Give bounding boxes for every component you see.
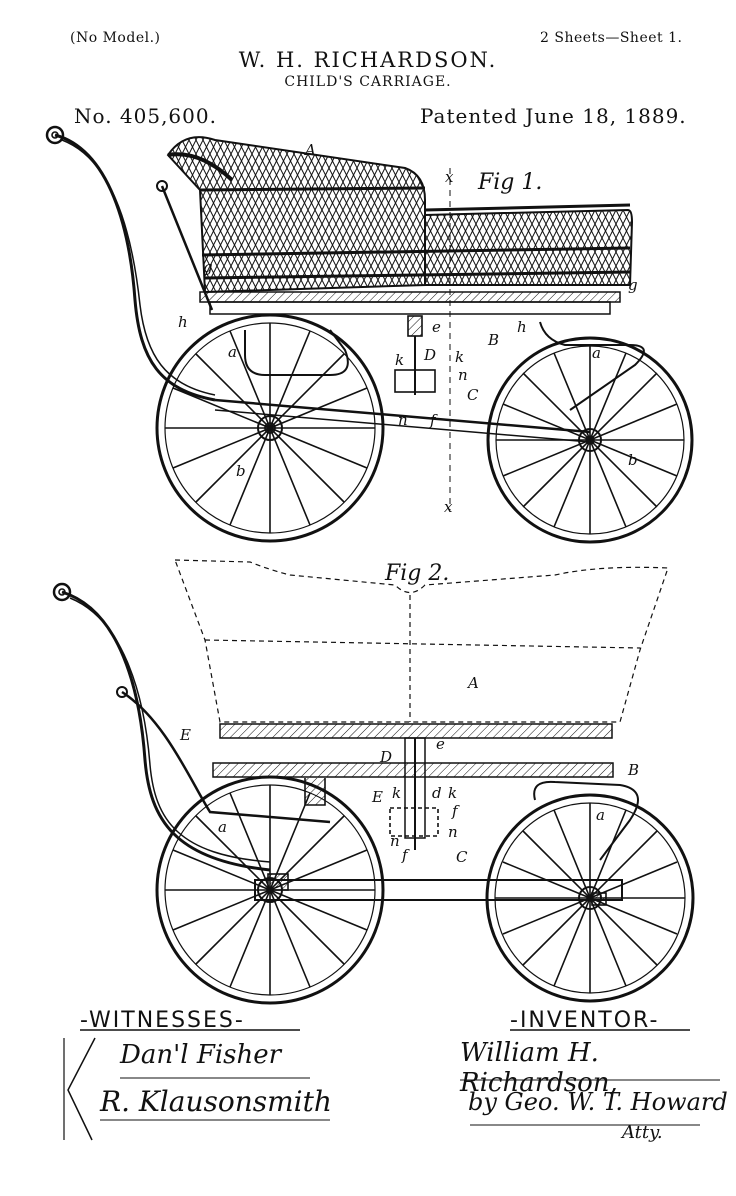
inventor-signature: William H. Richardson, [460, 1038, 618, 1098]
sheet-count: 2 Sheets—Sheet 1. [540, 30, 683, 46]
ref-a-fig2-front: a [596, 806, 605, 824]
ref-k3: k [392, 784, 401, 802]
ref-A-fig2: A [466, 674, 479, 692]
ref-k4: k [448, 784, 457, 802]
fig2-label: Fig 2. [385, 561, 450, 586]
ref-b-rear: b [236, 462, 246, 480]
ref-D-fig1: D [423, 346, 436, 364]
patent-title: CHILD'S CARRIAGE. [284, 74, 452, 90]
ref-d-fig2: d [432, 784, 442, 802]
patent-date: Patented June 18, 1889. [420, 104, 687, 128]
fig1-front-wheel [486, 336, 694, 544]
witnesses-heading: -WITNESSES- [80, 1008, 245, 1033]
ref-e-fig1: e [432, 318, 441, 336]
ref-a-fig2-rear: a [218, 818, 227, 836]
inventor-name-heading: W. H. RICHARDSON. [238, 48, 498, 72]
ref-b-front: b [628, 451, 638, 469]
witness-signature-1: Dan'l Fisher [120, 1040, 282, 1070]
ref-E-upper: E [179, 726, 191, 744]
ref-f-lower: f [401, 846, 410, 864]
fig2-body-outline [174, 559, 669, 723]
attorney-suffix: Atty. [622, 1122, 663, 1143]
ref-C-fig1: C [467, 386, 479, 404]
inventor-heading: -INVENTOR- [510, 1008, 660, 1033]
ref-e-fig2: e [436, 735, 445, 753]
ref-A-fig1: A [303, 141, 316, 159]
ref-a-front: a [592, 344, 601, 362]
ref-D-fig2: D [379, 748, 392, 766]
ref-n3: n [448, 823, 458, 841]
ref-f-fig1: f [429, 411, 438, 429]
ref-h-right: h [517, 318, 527, 336]
witness-signature-2: R. Klausonsmith [100, 1085, 332, 1118]
footer-lines [63, 1029, 720, 1141]
ref-n2: n [398, 411, 408, 429]
no-model-note: (No Model.) [70, 30, 161, 46]
ref-x-top: x [445, 168, 454, 186]
ref-k1: k [395, 351, 404, 369]
fig1-rear-wheel [155, 313, 385, 543]
patent-number: No. 405,600. [74, 104, 217, 128]
ref-n4: n [390, 832, 400, 850]
fig1-label: Fig 1. [478, 170, 543, 195]
fig2-front-wheel [485, 793, 695, 1003]
reference-letters: A x g g h h e B a a k D k n C n f b b x … [178, 141, 639, 866]
ref-n1: n [458, 366, 468, 384]
fig1-drawing [45, 125, 694, 544]
ref-g-right: g [628, 276, 638, 294]
ref-C-fig2: C [456, 848, 468, 866]
fig1-wicker-body [166, 136, 634, 294]
ref-a-rear: a [228, 343, 237, 361]
ref-g-left: g [203, 258, 213, 276]
ref-h-left: h [178, 313, 188, 331]
ref-B-fig1: B [487, 331, 499, 349]
ref-B-fig2: B [627, 761, 639, 779]
ref-E-lower: E [371, 788, 383, 806]
ref-k2: k [455, 348, 464, 366]
fig2-rear-wheel [155, 775, 385, 1005]
fig2-drawing [52, 559, 695, 1005]
ref-x-bottom: x [444, 498, 453, 516]
attorney-signature: by Geo. W. T. Howard [468, 1088, 728, 1116]
ref-f-upper: f [451, 802, 460, 820]
